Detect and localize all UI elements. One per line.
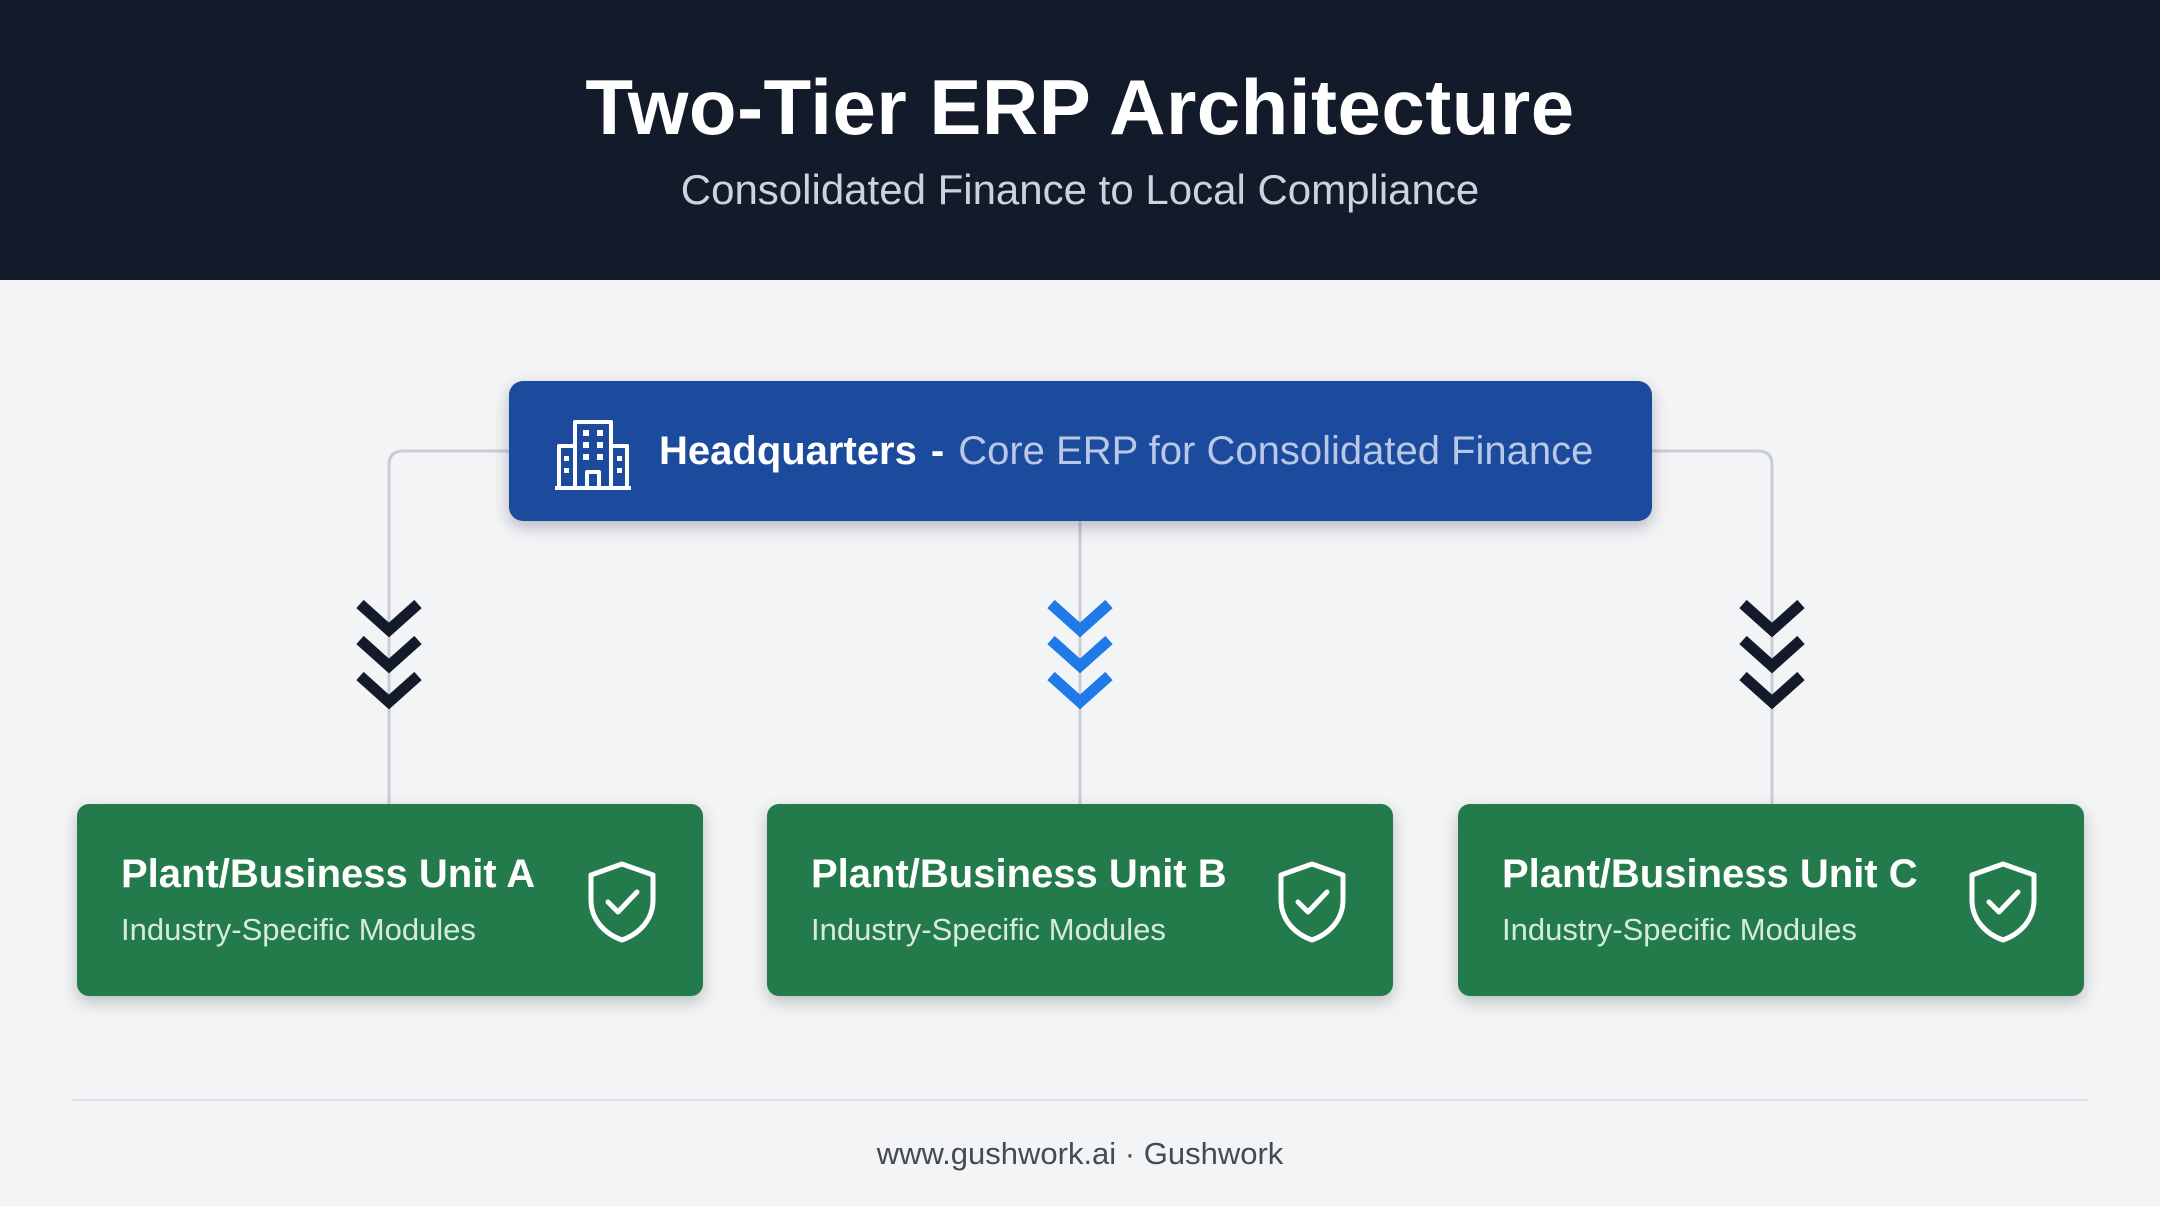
unit-card-b: Plant/Business Unit B Industry-Specific …	[767, 804, 1393, 996]
page-title: Two-Tier ERP Architecture	[585, 63, 1575, 151]
chevron-down-icon-right	[1739, 599, 1805, 710]
chevron-down-icon-center	[1047, 599, 1113, 710]
footer-divider	[72, 1099, 2088, 1101]
headquarters-description: Core ERP for Consolidated Finance	[958, 428, 1594, 473]
connector-left	[387, 449, 509, 804]
unit-card-c: Plant/Business Unit C Industry-Specific …	[1458, 804, 2084, 996]
unit-subtitle: Industry-Specific Modules	[811, 912, 1166, 947]
connector-right	[1652, 449, 1774, 804]
unit-card-a: Plant/Business Unit A Industry-Specific …	[77, 804, 703, 996]
shield-check-icon	[1969, 861, 2037, 943]
unit-title: Plant/Business Unit C	[1502, 852, 1918, 896]
building-icon	[555, 420, 631, 490]
unit-title: Plant/Business Unit A	[121, 852, 536, 896]
headquarters-name: Headquarters	[659, 428, 917, 473]
unit-subtitle: Industry-Specific Modules	[121, 912, 476, 947]
footer-credit[interactable]: www.gushwork.ai · Gushwork	[876, 1136, 1284, 1171]
unit-subtitle: Industry-Specific Modules	[1502, 912, 1857, 947]
chevron-down-icon-left	[356, 599, 422, 710]
unit-title: Plant/Business Unit B	[811, 852, 1227, 896]
shield-check-icon	[588, 861, 656, 943]
header-banner: Two-Tier ERP Architecture Consolidated F…	[0, 0, 2160, 280]
headquarters-separator: -	[930, 428, 945, 473]
headquarters-node: Headquarters - Core ERP for Consolidated…	[509, 381, 1652, 521]
headquarters-label: Headquarters - Core ERP for Consolidated…	[659, 381, 1593, 521]
page-subtitle: Consolidated Finance to Local Compliance	[680, 166, 1480, 213]
shield-check-icon	[1278, 861, 1346, 943]
